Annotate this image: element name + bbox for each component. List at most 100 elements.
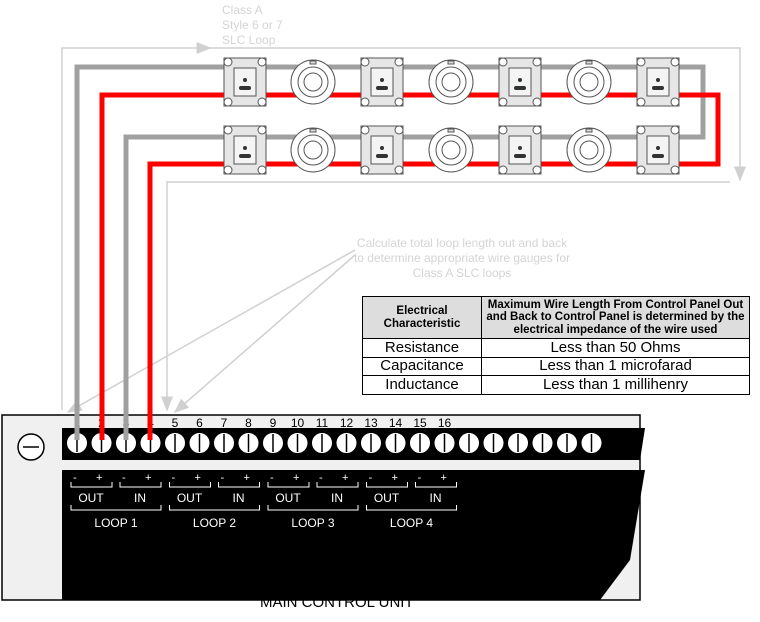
- terminal-number: 12: [340, 416, 354, 430]
- electrical-characteristics-table: Electrical Characteristic Maximum Wire L…: [362, 296, 750, 395]
- terminal-number: 10: [291, 416, 305, 430]
- port-label: OUT: [275, 491, 301, 505]
- smoke-detector: [566, 59, 612, 105]
- polarity-negative: -: [73, 472, 77, 484]
- terminal-number: 8: [245, 416, 252, 430]
- smoke-detector: [566, 127, 612, 173]
- polarity-positive: +: [342, 472, 348, 484]
- port-label: IN: [331, 491, 343, 505]
- terminal-screw: [164, 432, 186, 454]
- terminal-screw: [262, 432, 284, 454]
- monitor-module: [498, 125, 542, 175]
- terminal-screw: [556, 432, 578, 454]
- terminal-screw: [384, 432, 407, 454]
- terminal-strip: [66, 432, 603, 454]
- header-characteristic: Electrical Characteristic: [362, 296, 482, 339]
- polarity-positive: +: [392, 472, 398, 484]
- monitor-module: [360, 125, 404, 175]
- header-max-wire-length: Maximum Wire Length From Control Panel O…: [481, 296, 750, 339]
- terminal-screw: [360, 432, 382, 454]
- cell-limit: Less than 1 millihenry: [481, 375, 750, 395]
- terminal-screw: [311, 432, 333, 454]
- monitor-module: [223, 57, 267, 107]
- table-header-row: Electrical Characteristic Maximum Wire L…: [362, 296, 750, 339]
- terminal-screw: [531, 432, 554, 454]
- terminal-screw: [409, 432, 431, 454]
- polarity-positive: +: [441, 472, 447, 484]
- bracket: [169, 482, 211, 488]
- polarity-positive: +: [293, 472, 299, 484]
- bracket: [366, 505, 457, 511]
- terminal-screw: [213, 432, 235, 454]
- slc-wires: [74, 64, 721, 440]
- polarity-negative: -: [172, 472, 176, 484]
- terminal-screw: [458, 432, 480, 454]
- bracket: [267, 505, 359, 511]
- loop-label: LOOP 4: [390, 516, 433, 530]
- polarity-negative: -: [369, 472, 373, 484]
- polarity-positive: +: [244, 472, 250, 484]
- smoke-detector: [290, 127, 336, 173]
- terminal-screw: [335, 432, 358, 454]
- bracket: [169, 505, 260, 511]
- terminal-screw: [188, 432, 211, 454]
- smoke-detector: [428, 59, 474, 105]
- loop-type-text: SLC Loop: [222, 33, 276, 47]
- bracket: [119, 482, 162, 488]
- main-control-unit-panel: [1, 414, 645, 601]
- smoke-detector: [428, 127, 474, 173]
- wire-out-positive: [99, 92, 721, 440]
- polarity-negative: -: [418, 472, 422, 484]
- port-label: IN: [430, 491, 442, 505]
- terminal-number: 11: [316, 416, 329, 430]
- bracket: [415, 482, 457, 488]
- smoke-detector: [290, 59, 336, 105]
- bracket: [70, 505, 162, 511]
- monitor-module: [223, 125, 267, 175]
- monitor-module: [636, 125, 680, 175]
- port-label: OUT: [78, 491, 104, 505]
- terminal-screw: [433, 432, 456, 454]
- polarity-negative: -: [270, 472, 274, 484]
- wire-gauge-note: Calculate total loop length out and back…: [353, 236, 571, 280]
- terminal-number: 9: [270, 416, 277, 430]
- loop-label: LOOP 1: [94, 516, 137, 530]
- polarity-negative: -: [319, 472, 323, 484]
- wire-out-negative: [74, 64, 706, 440]
- monitor-module: [636, 57, 680, 107]
- bracket: [218, 482, 260, 488]
- bracket: [316, 482, 359, 488]
- monitor-module: [360, 57, 404, 107]
- port-label: OUT: [177, 491, 203, 505]
- terminal-screw: [482, 432, 505, 454]
- terminal-screw: [286, 432, 309, 454]
- bracket: [267, 482, 310, 488]
- terminal-number: 16: [438, 416, 452, 430]
- panel-title: MAIN CONTROL UNIT: [260, 594, 414, 611]
- terminal-number: 14: [389, 416, 403, 430]
- polarity-negative: -: [122, 472, 126, 484]
- terminal-number: 13: [364, 416, 378, 430]
- cell-characteristic: Resistance: [362, 338, 482, 358]
- loop-class-text: Class A: [222, 3, 263, 17]
- monitor-module: [498, 57, 542, 107]
- port-label: IN: [134, 491, 146, 505]
- bracket: [70, 482, 113, 488]
- loop-direction-arrows: [61, 42, 746, 413]
- terminal-screw: [237, 432, 260, 454]
- terminal-screw: [507, 432, 529, 454]
- loop-label: LOOP 3: [291, 516, 334, 530]
- polarity-positive: +: [96, 472, 102, 484]
- port-label: IN: [233, 491, 245, 505]
- polarity-positive: +: [145, 472, 151, 484]
- loop-style-label: Class A Style 6 or 7 SLC Loop: [222, 3, 283, 48]
- slc-devices: [223, 57, 680, 175]
- terminal-number: 7: [221, 416, 228, 430]
- terminal-number: 6: [196, 416, 203, 430]
- loop-label: LOOP 2: [193, 516, 236, 530]
